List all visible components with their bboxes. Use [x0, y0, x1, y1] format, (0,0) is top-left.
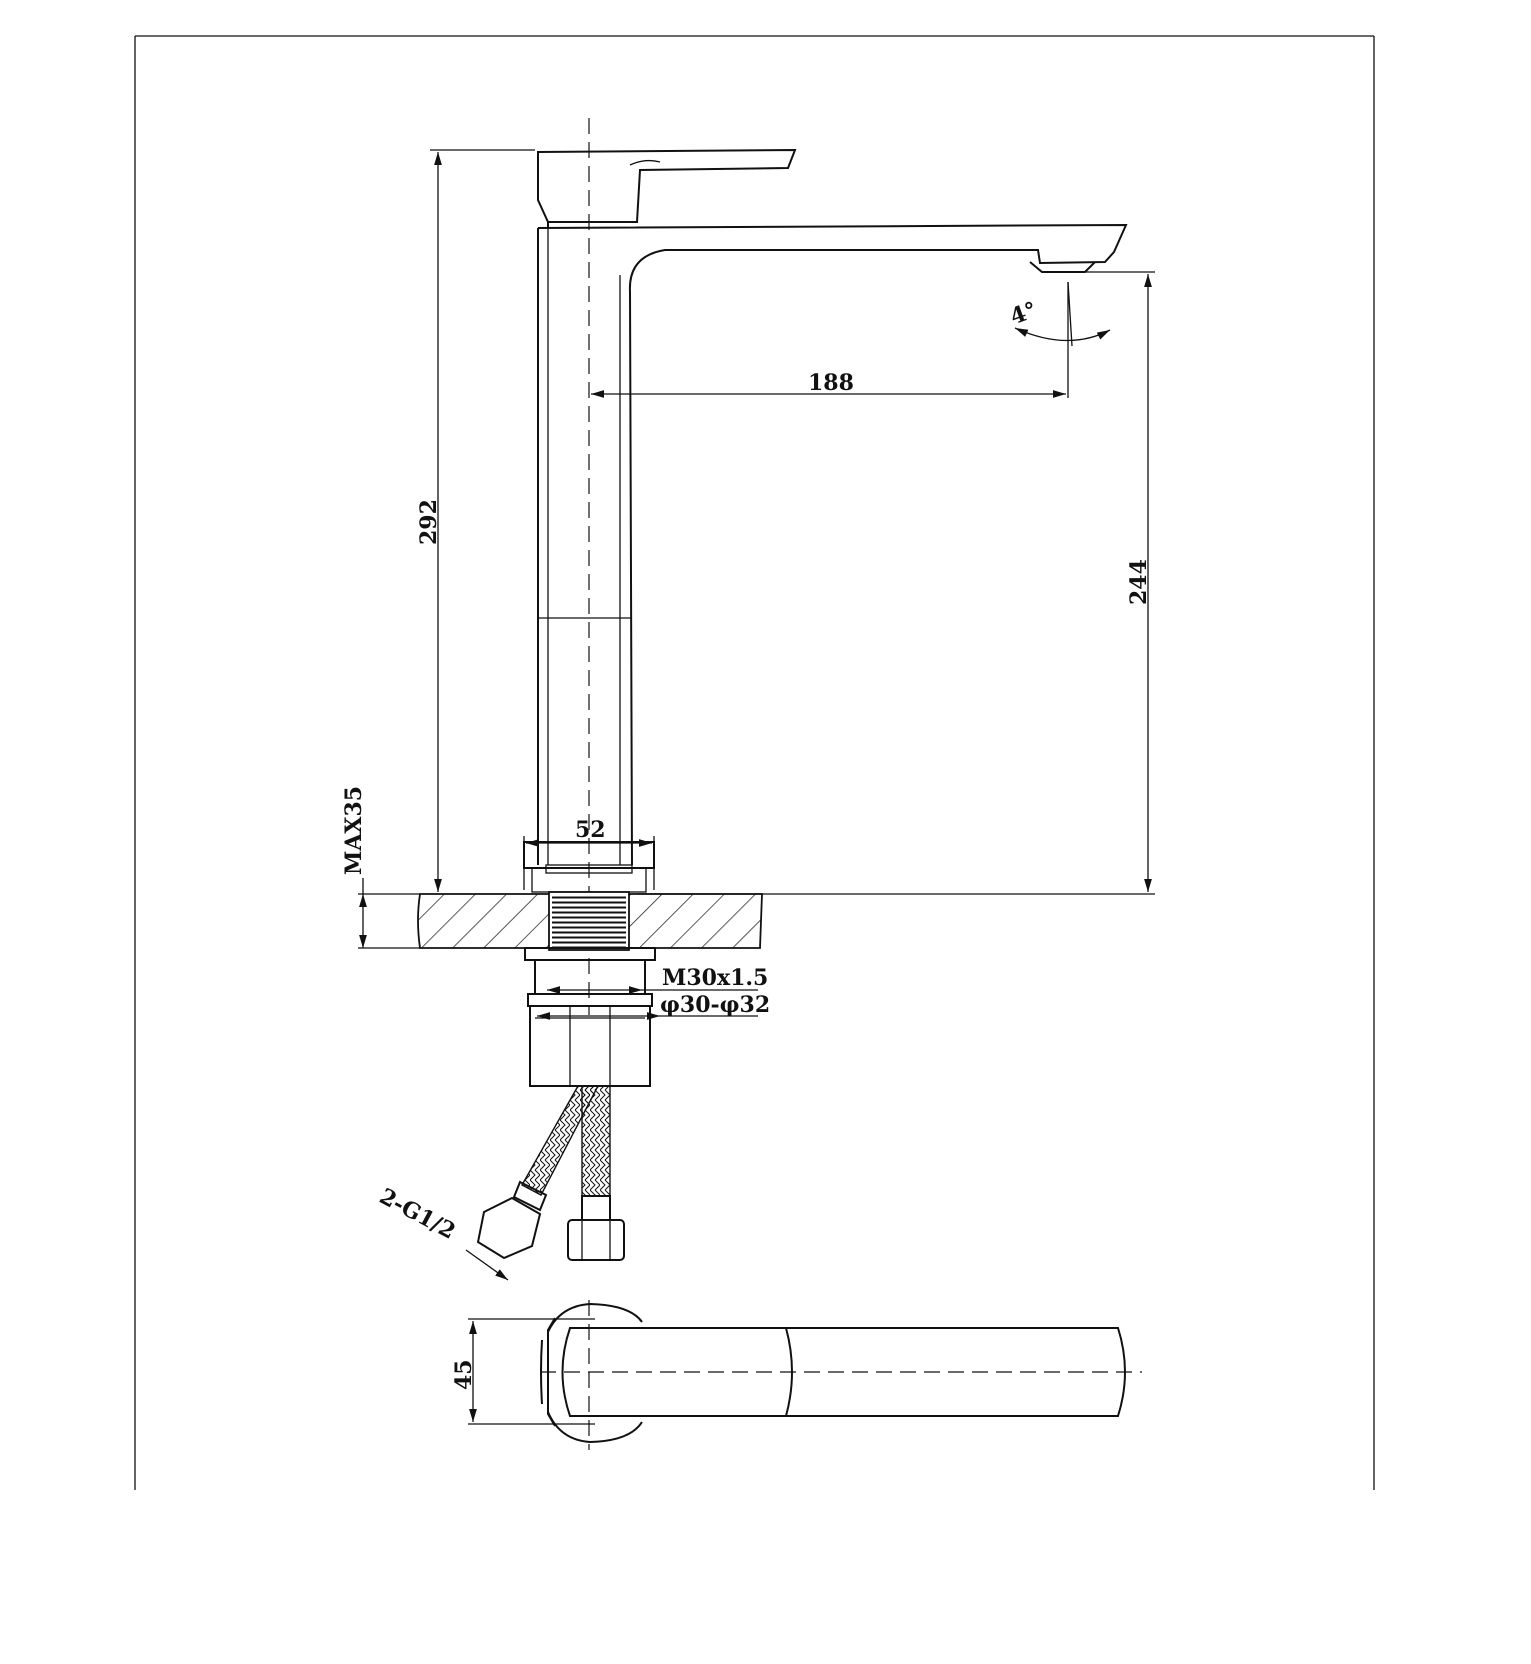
dim-top-view-width: 45 — [451, 1318, 595, 1425]
drawing-frame — [134, 35, 1375, 1490]
spout-angle-label: 4° — [1007, 297, 1041, 330]
spout-angle-indicator: 4° — [1007, 281, 1111, 347]
total-height-label: 292 — [416, 499, 442, 545]
spout-reach-label: 188 — [808, 370, 854, 396]
dim-body-width: 52 — [523, 817, 655, 890]
top-view — [540, 1300, 1142, 1450]
hose-connection-label: 2-G1/2 — [375, 1183, 460, 1244]
spout-height-label: 244 — [1126, 559, 1152, 605]
hole-diameter-label: φ30-φ32 — [660, 992, 770, 1018]
thread-label: M30x1.5 — [662, 965, 768, 991]
supply-hoses — [476, 1085, 625, 1261]
dim-total-height: 292 — [416, 149, 535, 892]
countertop-section — [417, 891, 763, 951]
faucet-body — [537, 223, 1128, 866]
dim-thread-hole: M30x1.5 φ30-φ32 — [537, 965, 770, 1020]
faucet-handle — [537, 148, 797, 228]
max-counter-label: MAX35 — [341, 786, 367, 875]
dim-spout-height: 244 — [638, 271, 1155, 895]
dim-hose-connection: 2-G1/2 — [375, 1183, 509, 1281]
dim-spout-reach: 188 — [591, 346, 1069, 398]
body-width-label: 52 — [575, 817, 606, 843]
top-view-width-label: 45 — [451, 1359, 477, 1390]
mounting-shank — [524, 947, 656, 1087]
dim-max-counter: MAX35 — [341, 786, 420, 949]
